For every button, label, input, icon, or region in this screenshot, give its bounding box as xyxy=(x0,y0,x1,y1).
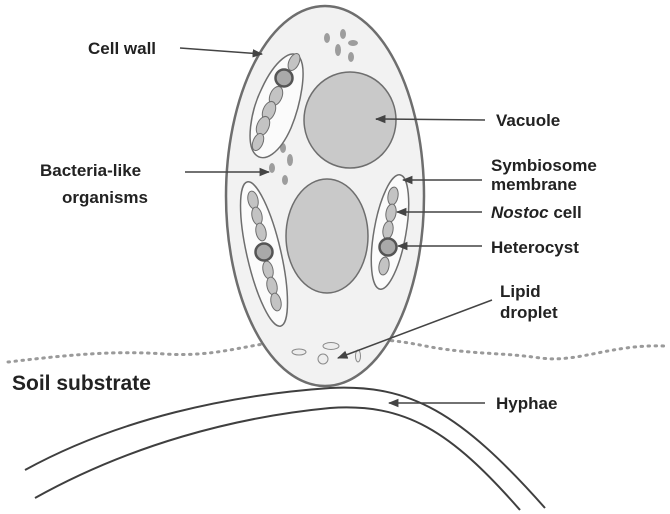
hypha-inner xyxy=(35,407,520,510)
heterocyst-right xyxy=(380,239,397,256)
label-bacteria-line2: organisms xyxy=(62,188,148,207)
label-hyphae: Hyphae xyxy=(496,394,557,413)
heterocyst-upper xyxy=(276,70,293,87)
label-symbiosome-line2: membrane xyxy=(491,175,577,194)
label-symbiosome-line1: Symbiosome xyxy=(491,156,597,175)
label-cell-wall: Cell wall xyxy=(88,39,156,58)
hypha-outer xyxy=(25,388,545,508)
label-nostoc-rest: cell xyxy=(549,203,582,222)
label-bacteria-line1: Bacteria-like xyxy=(40,161,141,180)
label-soil-substrate: Soil substrate xyxy=(12,372,151,395)
label-vacuole: Vacuole xyxy=(496,111,560,130)
vacuole-upper xyxy=(304,72,396,168)
arrow-vacuole xyxy=(376,119,485,120)
hyphae xyxy=(25,388,545,510)
label-nostoc-cell: Nostoc cell xyxy=(491,203,582,222)
label-lipid-line2: droplet xyxy=(500,303,558,322)
arrow-cell-wall xyxy=(180,48,262,54)
label-nostoc-italic: Nostoc xyxy=(491,203,549,222)
vacuole-lower xyxy=(286,179,368,293)
heterocyst-lower-left xyxy=(256,244,273,261)
label-heterocyst: Heterocyst xyxy=(491,238,579,257)
label-lipid-line1: Lipid xyxy=(500,282,541,301)
